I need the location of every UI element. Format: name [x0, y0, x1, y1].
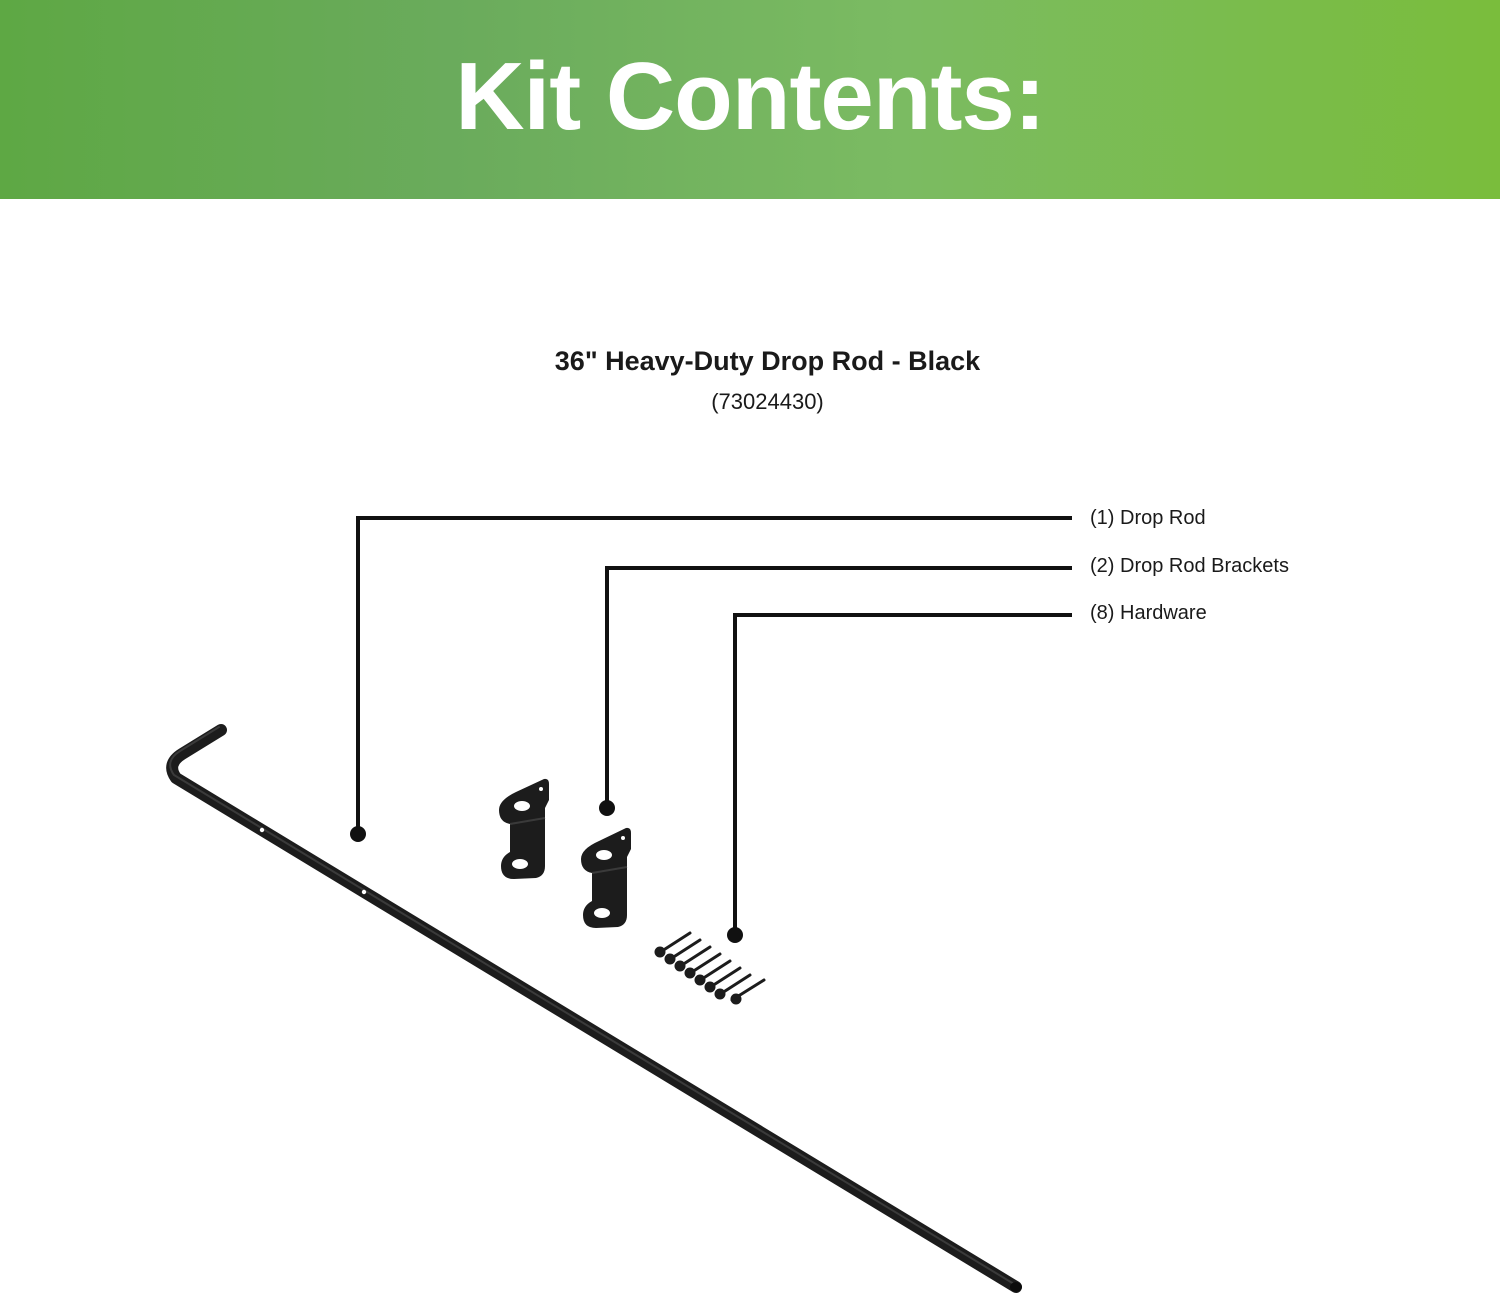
leader-line-drop-rod [350, 516, 1072, 842]
bracket-icon [581, 827, 631, 928]
leader-line-drop-rod-brackets [599, 566, 1072, 816]
leader-line-hardware [727, 613, 1072, 943]
bracket-icon [499, 778, 549, 879]
product-sku: (73024430) [711, 389, 824, 414]
header-title: Kit Contents: [455, 42, 1046, 150]
callout-label-drop-rod-brackets: (2) Drop Rod Brackets [1090, 555, 1289, 577]
drop-rod-illustration [166, 724, 1022, 1293]
header-banner: Kit Contents: [0, 0, 1500, 199]
callout-label-hardware: (8) Hardware [1090, 602, 1207, 624]
hardware-screws-illustration [654, 931, 766, 1005]
callout-label-drop-rod: (1) Drop Rod [1090, 507, 1206, 529]
product-title: 36" Heavy-Duty Drop Rod - Black [554, 346, 981, 376]
